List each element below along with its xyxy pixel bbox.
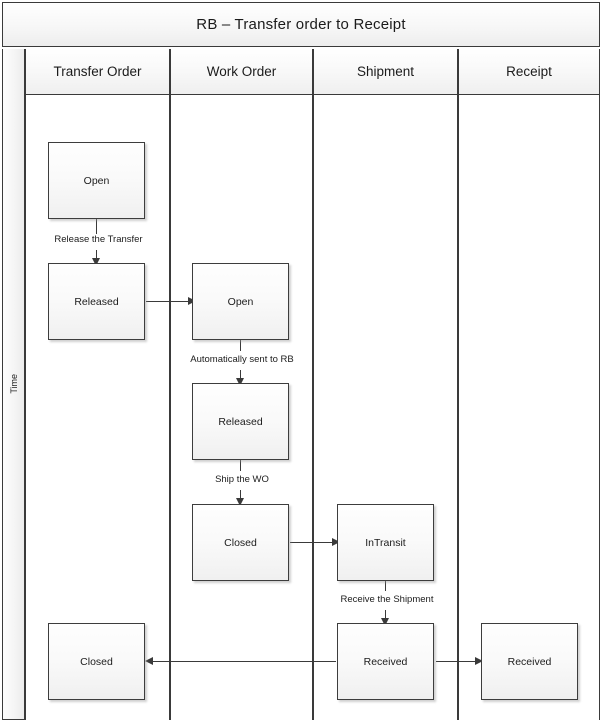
arrowhead-sh-intransit-icon <box>332 538 340 546</box>
node-transfer-order-open[interactable]: Open <box>48 142 145 219</box>
connector-to-open-to-released-upper <box>96 219 97 240</box>
lane-title-receipt: Receipt <box>506 64 552 79</box>
lane-body-receipt <box>459 95 599 720</box>
node-shipment-intransit[interactable]: InTransit <box>337 504 434 581</box>
node-label-wo-open: Open <box>227 295 254 308</box>
arrowhead-wo-released-icon <box>236 378 244 386</box>
node-transfer-order-released[interactable]: Released <box>48 263 145 340</box>
arrowhead-sh-received-icon <box>381 618 389 626</box>
time-axis-label: Time <box>8 374 19 394</box>
arrowhead-rc-received-icon <box>475 657 483 665</box>
node-label-to-open: Open <box>83 174 110 187</box>
node-label-wo-closed: Closed <box>224 536 257 549</box>
node-transfer-order-closed[interactable]: Closed <box>48 623 145 700</box>
connector-sh-received-to-closed <box>152 661 336 662</box>
node-label-sh-received: Received <box>363 655 408 668</box>
lane-receipt: Receipt <box>458 49 600 720</box>
lane-title-shipment: Shipment <box>356 64 415 79</box>
node-work-order-released[interactable]: Released <box>192 383 289 460</box>
edge-label-receive-the-shipment: Receive the Shipment <box>323 594 451 605</box>
connector-wo-closed-sh-intransit <box>290 542 334 543</box>
arrowhead-wo-closed-icon <box>236 498 244 506</box>
connector-wo-open-wo-released-lower <box>240 370 241 382</box>
connector-to-released-wo-open <box>146 301 190 302</box>
node-label-sh-intransit: InTransit <box>365 536 406 549</box>
edge-label-release-the-transfer: Release the Transfer <box>48 234 149 245</box>
lane-title-work-order: Work Order <box>206 64 277 79</box>
lane-header-work-order: Work Order <box>171 49 312 95</box>
connector-sh-received-rc-received <box>436 661 480 662</box>
connector-wo-released-wo-closed-upper <box>240 459 241 471</box>
connector-wo-released-wo-closed-lower <box>240 490 241 502</box>
connector-sh-intransit-sh-received-lower <box>385 610 386 622</box>
node-work-order-closed[interactable]: Closed <box>192 504 289 581</box>
arrowhead-to-released-icon <box>92 258 100 266</box>
lane-title-transfer-order: Transfer Order <box>53 64 142 79</box>
lane-header-receipt: Receipt <box>459 49 599 95</box>
node-work-order-open[interactable]: Open <box>192 263 289 340</box>
diagram-title: RB – Transfer order to Receipt <box>196 16 406 33</box>
edge-label-ship-the-wo: Ship the WO <box>195 474 289 485</box>
node-label-wo-released: Released <box>218 415 263 428</box>
node-receipt-received[interactable]: Received <box>481 623 578 700</box>
connector-sh-intransit-sh-received-upper <box>385 579 386 591</box>
time-axis-rail: Time <box>2 49 25 720</box>
lane-header-transfer-order: Transfer Order <box>26 49 169 95</box>
edge-label-automatically-sent-to-rb: Automatically sent to RB <box>178 354 306 365</box>
lane-header-shipment: Shipment <box>314 49 457 95</box>
connector-wo-open-wo-released-upper <box>240 339 241 351</box>
node-shipment-received[interactable]: Received <box>337 623 434 700</box>
diagram-title-bar: RB – Transfer order to Receipt <box>2 2 600 47</box>
connector-to-open-to-released-lower <box>96 250 97 262</box>
node-label-rc-received: Received <box>507 655 552 668</box>
arrowhead-to-closed-icon <box>145 657 153 665</box>
node-label-to-closed: Closed <box>80 655 113 668</box>
node-label-to-released: Released <box>74 295 119 308</box>
